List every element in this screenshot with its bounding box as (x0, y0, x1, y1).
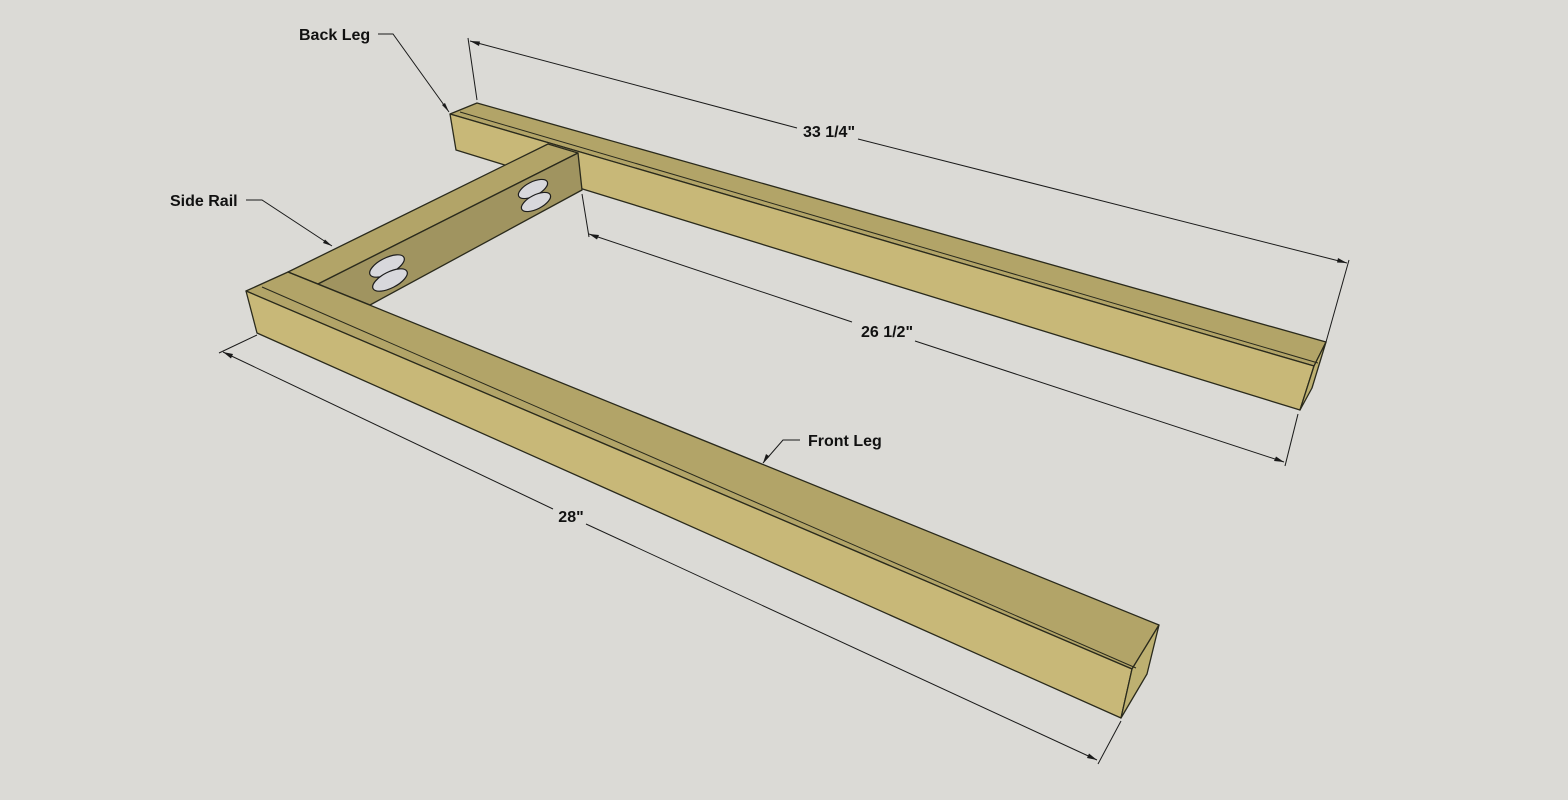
front-leg-board (245, 271, 1160, 719)
front-leg-top-face (245, 271, 1160, 670)
side-rail-board (287, 143, 583, 306)
dimension-line (222, 351, 554, 510)
callout-front-leg: Front Leg (762, 433, 882, 464)
extension-line (1284, 413, 1299, 467)
dimension-front-leg-length: 28" (218, 334, 1122, 765)
dimension-side-rail-span-label: 26 1/2" (861, 324, 913, 341)
dimension-arrowhead (223, 352, 233, 359)
leader-line (762, 439, 800, 464)
leader-arrowhead (763, 454, 770, 463)
front-leg-front-face (245, 290, 1133, 719)
dimension-line (914, 340, 1285, 463)
dimension-arrowhead (589, 234, 599, 240)
extension-line (218, 334, 258, 354)
dimension-line (857, 138, 1348, 264)
label-front-leg: Front Leg (808, 433, 882, 450)
callout-back-leg: Back Leg (299, 27, 450, 113)
side-rail-inner-face (317, 152, 583, 306)
dimension-arrowhead (1274, 456, 1284, 462)
back-leg-front-face (449, 113, 1315, 411)
dimension-arrowhead (1337, 258, 1347, 263)
callout-side-rail: Side Rail (170, 193, 333, 247)
back-leg-end-face (1299, 341, 1327, 411)
dimension-line (469, 40, 798, 129)
label-side-rail: Side Rail (170, 193, 238, 210)
front-leg-long-edge (261, 286, 1137, 669)
pocket-hole (372, 268, 408, 292)
label-back-leg: Back Leg (299, 27, 370, 44)
extension-line (1097, 720, 1122, 765)
dimension-back-leg-length-label: 33 1/4" (803, 124, 855, 141)
dimension-arrowhead (1087, 753, 1097, 760)
leader-line (378, 33, 450, 113)
dimension-line (585, 523, 1098, 761)
dimension-back-leg-length: 33 1/4" (467, 37, 1350, 343)
dimension-front-leg-length-label: 28" (558, 509, 583, 526)
extension-line (1325, 259, 1350, 343)
dimension-line (588, 233, 853, 323)
front-leg-chamfer-line (287, 271, 319, 285)
pocket-holes (369, 178, 552, 292)
back-leg-long-edge (459, 111, 1319, 364)
front-leg-end-face (1120, 624, 1160, 719)
extension-line (467, 37, 478, 101)
leader-line (246, 199, 333, 247)
dimension-side-rail-span: 26 1/2" (581, 193, 1299, 467)
dimension-arrowhead (470, 41, 480, 46)
pocket-hole (520, 191, 552, 213)
leader-arrowhead (442, 103, 449, 112)
back-leg-board (449, 102, 1327, 411)
leader-arrowhead (323, 239, 332, 246)
extension-line (581, 193, 590, 238)
